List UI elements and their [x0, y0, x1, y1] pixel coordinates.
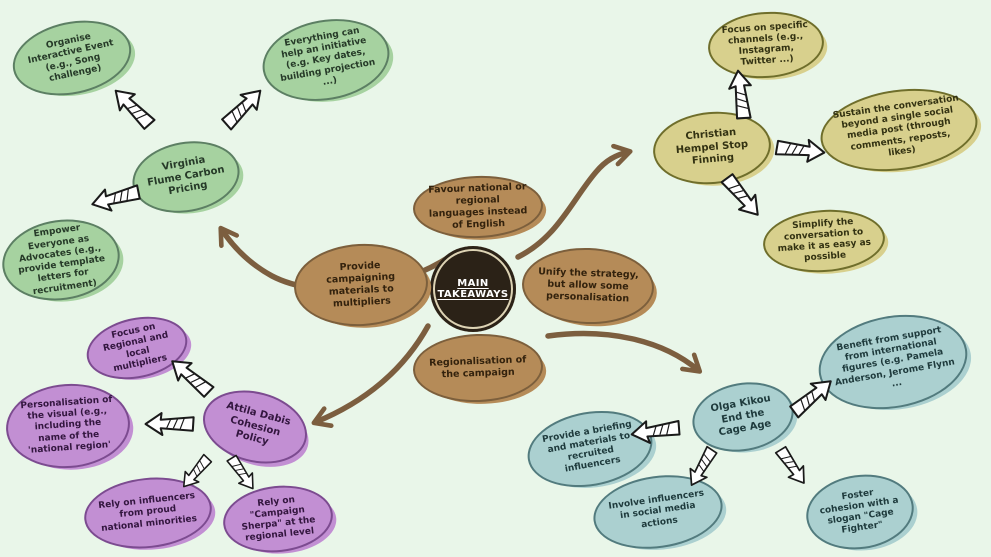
node-label: Provide a briefing and materials to recr… [541, 418, 633, 475]
node-main-takeaways[interactable]: MAIN TAKEAWAYS [430, 246, 516, 332]
node-label: Unify the strategy, but allow some perso… [537, 266, 639, 305]
node-benefit-international-figures[interactable]: Benefit from support from international … [811, 303, 975, 421]
node-label: Provide campaigning materials to multipl… [326, 260, 396, 310]
sketch-arrow-icon [144, 412, 195, 436]
node-label: Simplify the conversation to make it as … [777, 216, 872, 264]
node-sustain-conversation[interactable]: Sustain the conversation beyond a single… [815, 79, 983, 181]
sketch-arrow-icon [682, 444, 722, 491]
main-takeaways-label: MAIN TAKEAWAYS [437, 278, 509, 300]
node-label: Empower Everyone as Advocates (e.g., pro… [17, 223, 106, 297]
node-label: Olga Kikou End the Cage Age [709, 393, 773, 439]
node-label: Favour national or regional languages in… [428, 181, 528, 231]
node-everything-helps[interactable]: Everything can help an initiative (e.g. … [256, 9, 396, 111]
node-label: Focus on specific channels (e.g., Instag… [721, 19, 809, 69]
node-label: Sustain the conversation beyond a single… [832, 93, 960, 159]
node-label: Organise Interactive Event (e.g., Song c… [26, 31, 115, 85]
node-label: Foster cohesion with a slogan "Cage Figh… [819, 487, 900, 536]
node-label: Virginia Flume Carbon Pricing [146, 154, 226, 198]
node-simplify-conversation[interactable]: Simplify the conversation to make it as … [760, 205, 888, 277]
node-label: Involve influencers in social media acti… [607, 488, 705, 531]
sketch-arrow-icon [774, 135, 827, 165]
node-label: Rely on "Campaign Sherpa" at the regiona… [241, 494, 316, 544]
node-empower-advocates[interactable]: Empower Everyone as Advocates (e.g., pro… [0, 212, 125, 308]
node-virginia-flume[interactable]: Virginia Flume Carbon Pricing [126, 133, 246, 221]
node-label: Benefit from support from international … [834, 325, 956, 390]
node-regionalisation[interactable]: Regionalisation of the campaign [411, 331, 545, 405]
sketch-arrow-icon [106, 81, 159, 134]
node-label: Personalisation of the visual (e.g., inc… [20, 394, 113, 456]
node-personalisation-visual[interactable]: Personalisation of the visual (e.g., inc… [3, 379, 133, 473]
node-label: Christian Hempel Stop Finning [675, 127, 749, 168]
sketch-arrow-icon [217, 81, 270, 134]
node-foster-cohesion-slogan[interactable]: Foster cohesion with a slogan "Cage Figh… [801, 467, 919, 557]
node-rely-campaign-sherpa[interactable]: Rely on "Campaign Sherpa" at the regiona… [219, 480, 337, 557]
branch-bottom-right [545, 330, 703, 374]
sketch-arrow-icon [88, 180, 143, 216]
node-provide-materials[interactable]: Provide campaigning materials to multipl… [291, 240, 431, 330]
branch-bottom-left [311, 323, 431, 428]
node-unify-strategy[interactable]: Unify the strategy, but allow some perso… [520, 245, 656, 327]
node-favour-languages[interactable]: Favour national or regional languages in… [411, 173, 545, 241]
sketch-arrow-icon [771, 443, 813, 490]
node-label: Attila Dabis Cohesion Policy [225, 400, 292, 448]
node-label: Everything can help an initiative (e.g. … [279, 25, 377, 88]
node-label: Rely on influencers from proud national … [97, 491, 198, 534]
node-label: Regionalisation of the campaign [429, 354, 527, 381]
sketch-arrow-icon [629, 415, 682, 447]
